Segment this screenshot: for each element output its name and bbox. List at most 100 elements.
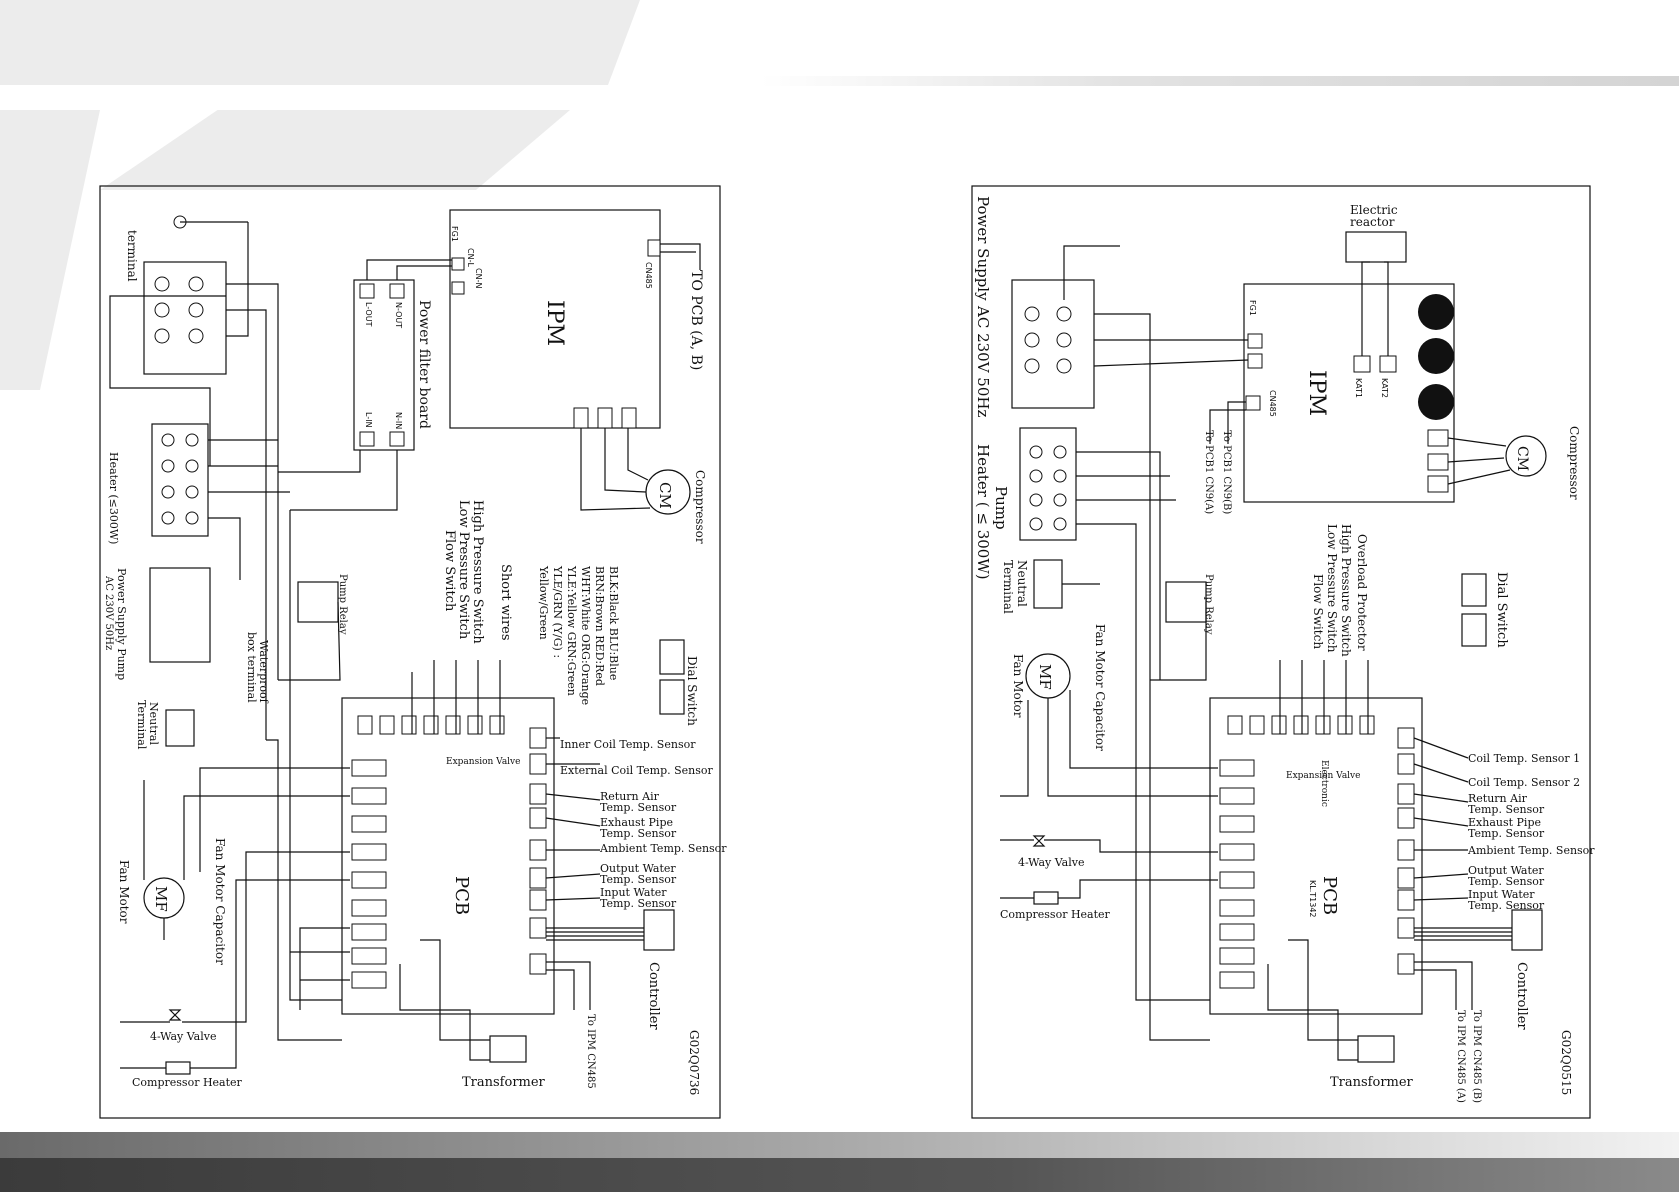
left-cn485-label: CN485 [644,262,653,289]
right-ambient: Ambient Temp. Sensor [1467,844,1595,857]
left-exhaust-temp: Temp. Sensor [600,827,677,840]
right-electric-reactor [1345,231,1407,263]
left-compressor-heater-label: Compressor Heater [132,1076,243,1089]
right-compressor-heater-symbol [1033,891,1059,905]
left-ipm-box [449,209,661,429]
left-cnl-label: CN-L [466,248,475,267]
right-kat1-label: KAT1 [1354,378,1363,398]
left-pump-relay-label: Pump Relay [337,574,348,635]
left-return-air-temp: Temp. Sensor [600,801,677,814]
right-cn485-label: CN485 [1268,390,1277,417]
left-expansion-valve-label: Expansion Valve [446,757,520,767]
right-return-air-temp: Temp. Sensor [1468,803,1545,816]
left-high-pressure: High Pressure Switch [470,500,485,644]
left-filter-terminal-2 [389,283,405,299]
left-flow-switch: Flow Switch [442,530,457,612]
left-4-way-label: 4-Way Valve [150,1030,216,1043]
left-to-ipm-label: To IPM CN485 [585,1014,596,1089]
right-pump-relay [1165,581,1207,623]
left-n-out: N-OUT [394,302,403,328]
right-high-pressure: High Pressure Switch [1339,524,1353,657]
right-to-ipm-b: To IPM CN485 (B) [1471,1010,1482,1103]
left-heater-terminal-screws [161,433,199,525]
right-kat1-terminal [1353,355,1371,373]
left-output-temp: Temp. Sensor [600,873,677,886]
right-4-way-label: 4-Way Valve [1018,856,1084,869]
left-filter-terminal-1 [359,283,375,299]
left-pcb-inputs [357,715,505,735]
right-controller-label: Controller [1514,962,1529,1030]
right-fan-cap-label: Fan Motor Capacitor [1093,624,1107,751]
left-n-in: N-IN [394,412,403,429]
right-to-pcb1-a: To PCB1 CN9(A) [1203,430,1214,514]
left-cm-label: CM [656,482,674,509]
left-waterproof-label: Waterproof [257,640,270,704]
left-power-supply-block [149,567,211,663]
left-pcb-label: PCB [451,876,472,915]
left-ambient: Ambient Temp. Sensor [599,842,727,855]
left-filter-terminal-3 [359,431,375,447]
left-controller-label: Controller [646,962,661,1030]
left-power-filter-board [353,279,415,451]
legend-line-5: YLE/GRN (Y/G) : [551,565,564,658]
right-dial-switch-label: Dial Switch [1494,572,1509,648]
legend-line-3: WHT:White ORG:Orange [579,566,592,705]
left-heater-label: Heater (≤300W) [107,452,120,544]
left-compressor-heater-symbol [165,1061,191,1075]
right-kat2-label: KAT2 [1380,378,1389,398]
right-mf-label: MF [1036,664,1054,690]
right-ipm-terminal-2 [1247,353,1263,369]
left-dial-switch-label: Dial Switch [685,656,699,726]
right-transformer-label: Transformer [1330,1075,1414,1090]
left-return-air: Return Air [600,790,660,803]
left-terminal2-label: Terminal [135,700,148,750]
left-controller-box [643,909,675,951]
right-code: G02Q0515 [1559,1030,1573,1095]
left-4-way-valve-symbol [168,1009,182,1021]
top-rule [760,76,1679,86]
left-fg1-label: FG1 [450,226,459,242]
left-exhaust-pipe: Exhaust Pipe [600,816,673,829]
right-reactor-line2: reactor [1350,215,1395,229]
left-diagram: IPM TO PCB (A, B) CN485 FG1 CN-L CN-N Po… [99,185,727,1119]
right-pump-relay-label: Pump Relay [1203,574,1214,635]
right-reactor-line1: Electric [1350,203,1398,217]
right-wiring [1000,245,1511,1061]
legend-line-6: Yellow/Green [537,565,550,640]
right-neutral-label: Neutral [1015,560,1029,607]
left-dial-switch-sw1 [659,639,685,675]
left-diagram-frame [99,185,721,1119]
right-ipm-capacitor-3 [1418,384,1454,420]
left-filter-terminal-4 [389,431,405,447]
right-ipm-terminal-3 [1427,429,1449,447]
right-terminal-label: Terminal [1001,560,1015,614]
left-ipm-w [621,407,637,429]
right-diagram: Power Supply AC 230V 50Hz Electric react… [971,185,1595,1119]
right-power-supply: Power Supply [974,196,992,301]
left-box-terminal-label: box terminal [245,632,258,703]
left-to-pcb-label: TO PCB (A, B) [688,270,704,370]
left-inner-coil: Inner Coil Temp. Sensor [560,738,696,751]
right-transformer-symbol [1357,1035,1395,1063]
right-ipm-terminal-1 [1247,333,1263,349]
right-to-pcb1-b: To PCB1 CN9(B) [1221,430,1232,514]
left-main-terminal-block [143,261,227,375]
left-cnn-label: CN-N [474,268,483,288]
right-output-temp: Temp. Sensor [1468,875,1545,888]
right-heater-terminal-block [1019,427,1077,541]
right-controller-box [1511,909,1543,951]
left-sensor-leads [545,737,601,901]
right-flow-switch: Flow Switch [1311,574,1325,649]
left-short-wires: Short wires [498,564,513,641]
right-ipm-terminal-5 [1427,475,1449,493]
left-output-water: Output Water [600,862,676,875]
right-4-way-valve-symbol [1032,835,1046,847]
right-heater-label: Heater ( ≤ 300W) [974,444,992,580]
right-expansion-valve-label: Expansion Valve [1286,771,1360,781]
right-pump-label: Pump [992,486,1010,530]
left-main-terminal-screws [154,276,204,344]
legend-line-1: BLK:Black BLU:Blue [607,566,620,680]
right-ipm-capacitor-2 [1418,338,1454,374]
background-shape-top [0,0,640,85]
right-ipm-terminal-4 [1427,453,1449,471]
